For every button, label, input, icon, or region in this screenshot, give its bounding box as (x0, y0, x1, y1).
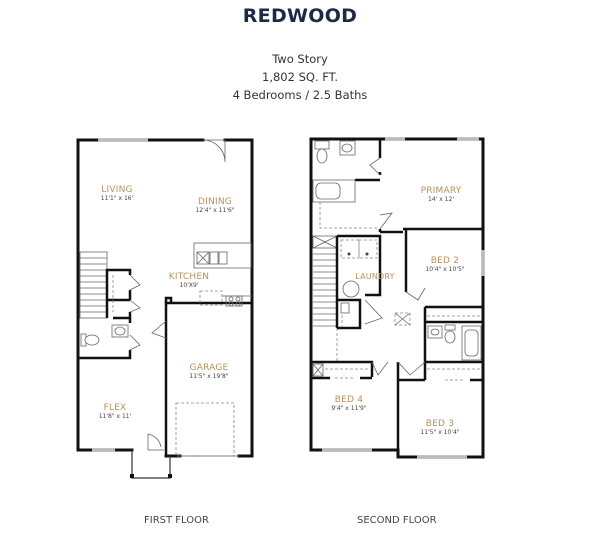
room-size-kitchen: 10'X9' (180, 282, 199, 289)
room-size-flex: 11'8" x 11' (99, 413, 132, 420)
square-footage: 1,802 SQ. FT. (262, 70, 338, 84)
room-size-dining: 12'4" x 11'6" (195, 207, 234, 214)
room-label-primary: PRIMARY (421, 186, 462, 196)
room-size-bed-4: 9'4" x 11'9" (331, 405, 367, 412)
room-label-kitchen: KITCHEN (169, 272, 209, 282)
room-size-primary: 14' x 12' (428, 196, 454, 203)
room-label-garage: GARAGE (190, 363, 229, 373)
front-door (202, 139, 226, 163)
second-floor-label: SECOND FLOOR (357, 515, 437, 526)
second-floor-plan (309, 137, 485, 459)
room-size-bed-2: 10'4" x 10'5" (425, 266, 464, 273)
garage-door (175, 402, 235, 457)
room-label-dining: DINING (198, 197, 232, 207)
attic-access (394, 312, 411, 326)
room-size-bed-3: 11'5" x 10'4" (420, 429, 459, 436)
plan-title: REDWOOD (242, 5, 358, 27)
room-label-bed-4: BED 4 (335, 395, 363, 405)
kitchen-counter (193, 242, 252, 269)
first-floor-label: FIRST FLOOR (144, 515, 209, 526)
bathtub (312, 179, 356, 203)
room-label-living: LIVING (101, 185, 132, 195)
room-size-garage: 11'5" x 19'8" (189, 373, 228, 380)
room-label-bed-3: BED 3 (426, 419, 454, 429)
room-label-laundry: LAUNDRY (355, 272, 394, 281)
room-size-living: 11'1" x 16' (101, 195, 134, 202)
room-label-flex: FLEX (104, 403, 127, 413)
story-count: Two Story (272, 52, 328, 66)
first-floor-plan (76, 138, 254, 479)
room-label-bed-2: BED 2 (431, 256, 459, 266)
beds-baths: 4 Bedrooms / 2.5 Baths (232, 88, 368, 102)
